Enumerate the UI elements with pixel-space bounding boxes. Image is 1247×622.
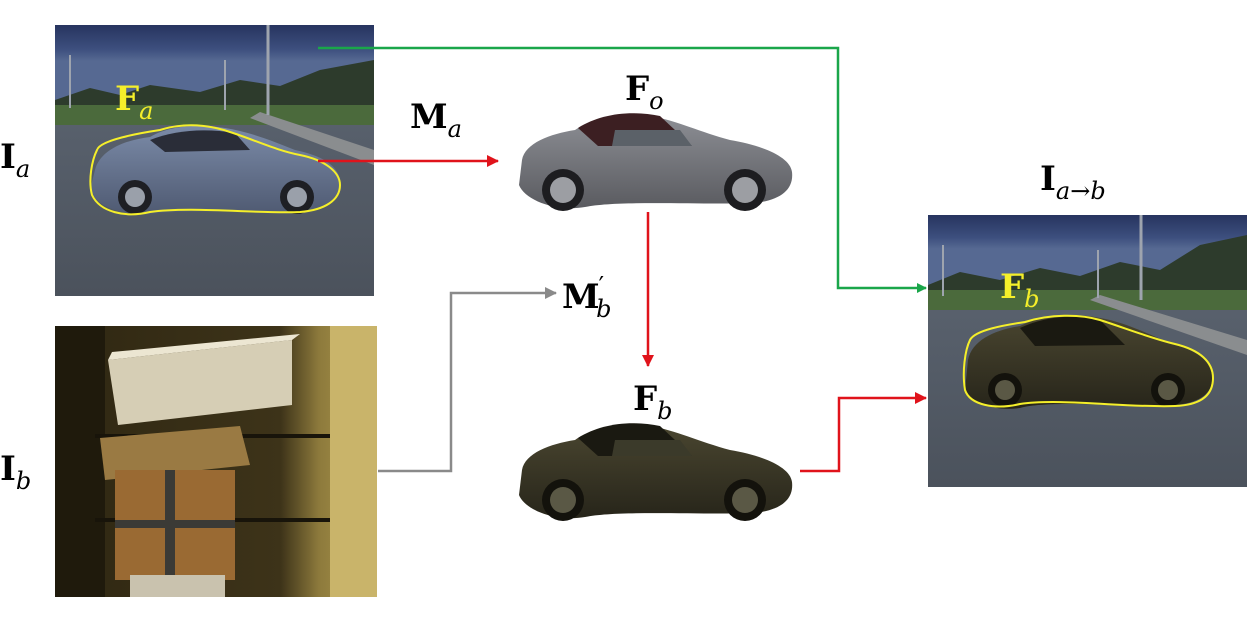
label-iab: Ia→b <box>1040 159 1106 205</box>
arrow-red-fb-to-iab <box>800 392 927 473</box>
label-fa-overlay: Fa <box>115 79 154 125</box>
label-ib: Ib <box>0 449 32 495</box>
car-fb <box>519 423 793 521</box>
label-ia: Ia <box>0 137 31 183</box>
arrow-green-ia-to-iab <box>318 46 927 293</box>
label-fb: Fb <box>633 379 673 425</box>
label-mb-prime: M′b <box>562 272 612 323</box>
car-fo <box>519 113 793 211</box>
contour-fb <box>962 314 1215 408</box>
label-fb-overlay: Fb <box>1000 267 1040 313</box>
contour-fa <box>89 124 342 216</box>
label-ma: Ma <box>410 97 462 143</box>
image-iab <box>928 215 1247 487</box>
arrow-gray-ib-to-mb <box>378 287 557 473</box>
image-ib <box>55 326 377 597</box>
label-fo: Fo <box>625 69 664 115</box>
